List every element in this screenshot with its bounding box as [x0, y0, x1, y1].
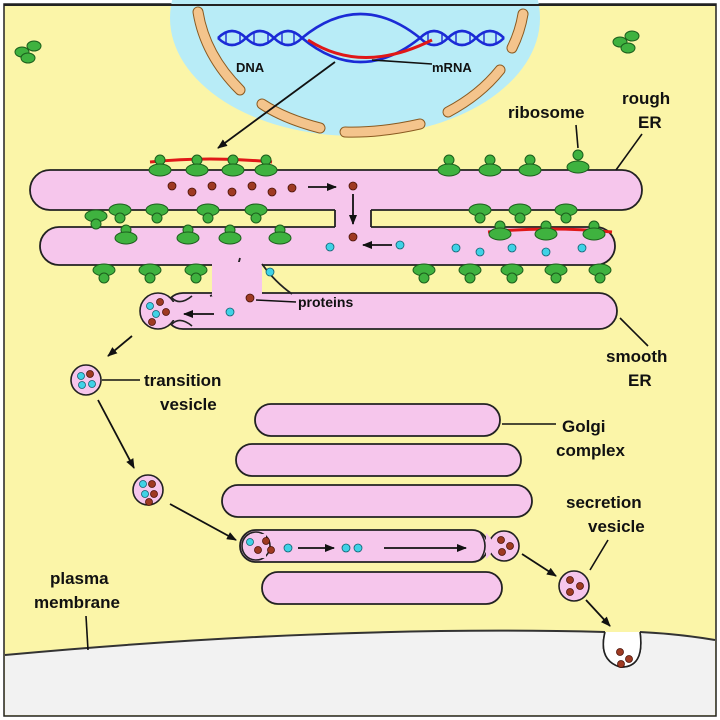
mrna-pointer	[371, 59, 433, 65]
mrna-strand	[307, 38, 433, 59]
transport-arrow	[97, 399, 135, 469]
rough-er-pointer	[615, 133, 643, 171]
dna-helix	[217, 12, 505, 64]
secretion-vesicle	[558, 570, 590, 602]
golgi-cisterna	[261, 571, 503, 605]
smooth-er-pointer	[619, 317, 649, 347]
plasma-membrane-label-line1: plasma	[50, 569, 109, 588]
golgi-cisterna	[221, 484, 533, 518]
transport-arrow	[107, 335, 133, 357]
frame-top	[4, 4, 716, 6]
secreted-protein	[617, 660, 625, 668]
ribosomes	[84, 149, 612, 284]
golgi-label-line1: Golgi	[562, 417, 605, 436]
rough-er-label-line2: ER	[638, 113, 662, 132]
transition-vesicle	[70, 364, 102, 396]
extracellular-space	[5, 630, 715, 715]
golgi-complex	[221, 403, 533, 605]
secreted-protein	[616, 648, 624, 656]
free-ribosome-left	[14, 40, 42, 64]
nuclear-envelope	[192, 6, 529, 138]
smooth-er-label-line1: smooth	[606, 347, 667, 366]
rough-er-label-line1: rough	[622, 89, 670, 108]
transition-vesicle-label-line1: transition	[144, 371, 221, 390]
proteins-label: proteins	[298, 294, 353, 310]
secreted-protein	[625, 655, 633, 663]
transport-arrow	[585, 599, 611, 627]
golgi-cisterna	[254, 403, 501, 437]
golgi-cisterna	[235, 443, 522, 477]
golgi-cisterna-trans	[239, 529, 489, 563]
transport-arrow	[169, 503, 237, 541]
plasma-membrane-label-line2: membrane	[34, 593, 120, 612]
smooth-er-label-line2: ER	[628, 371, 652, 390]
ribosome-label: ribosome	[508, 103, 585, 122]
golgi-budding-vesicle	[488, 530, 520, 562]
secretion-vesicle-label-line1: secretion	[566, 493, 642, 512]
transport-arrow	[521, 553, 557, 577]
secretion-vesicle-label-line2: vesicle	[588, 517, 645, 536]
proteins-pointer	[255, 299, 297, 303]
golgi-label-line2: complex	[556, 441, 626, 460]
ribosome-pointer	[575, 124, 579, 149]
plasma-membrane	[4, 629, 606, 656]
golgi-proteins	[246, 536, 514, 556]
secretion-vesicle-pointer	[589, 539, 609, 571]
er-proteins	[146, 181, 587, 326]
mrna-export-arrow	[217, 61, 336, 149]
free-ribosome-right	[612, 30, 640, 54]
plasma-membrane-pointer	[85, 615, 89, 651]
dna-label: DNA	[236, 60, 265, 75]
transition-vesicle-label-line2: vesicle	[160, 395, 217, 414]
plasma-membrane-right	[639, 631, 716, 641]
mrna-label: mRNA	[432, 60, 472, 75]
